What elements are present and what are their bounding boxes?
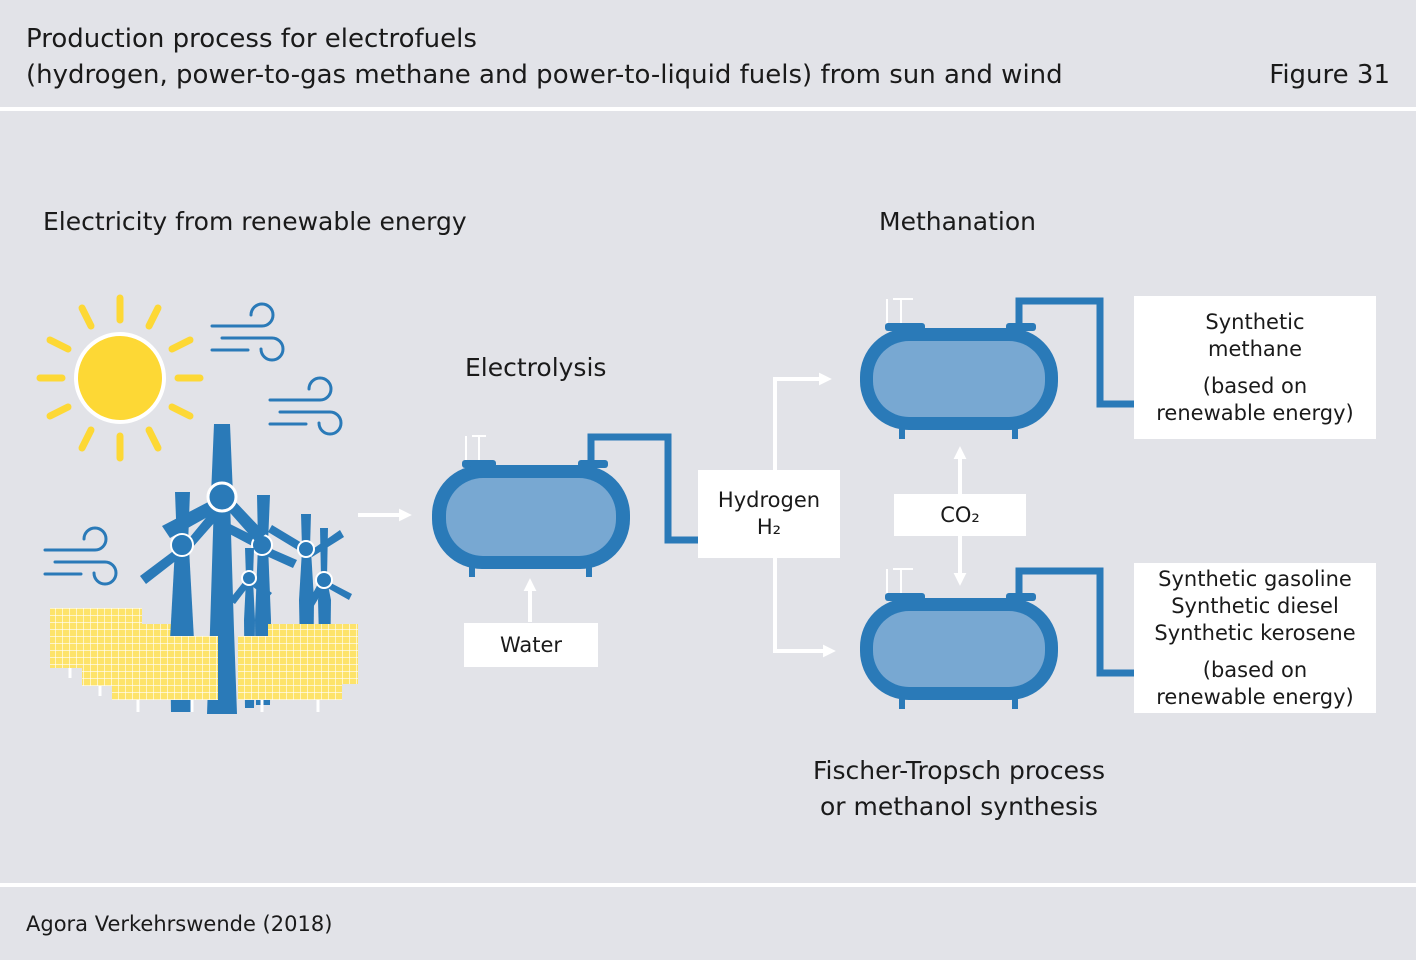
tank-icon	[860, 298, 1058, 439]
source-note: Agora Verkehrswende (2018)	[26, 912, 333, 936]
header-divider	[0, 107, 1416, 111]
figure-title-line-1: Production process for electrofuels	[26, 24, 477, 54]
solar-panel-icon	[112, 636, 218, 712]
methane-output-line-1: Synthetic	[1205, 309, 1305, 334]
footer-divider	[0, 883, 1416, 887]
liquid-output-line-1: Synthetic gasoline	[1158, 566, 1352, 591]
electrolysis-heading: Electrolysis	[465, 353, 607, 382]
arrow-icon	[773, 558, 836, 658]
liquid-output-line-2: Synthetic diesel	[1171, 593, 1339, 618]
liquid-output-line-3: Synthetic kerosene	[1154, 620, 1356, 645]
renewable-electricity-heading: Electricity from renewable energy	[43, 207, 467, 236]
synthetic-liquid-fuels-box: Synthetic gasoline Synthetic diesel Synt…	[1134, 563, 1376, 713]
solar-panel-icon	[238, 636, 342, 712]
header: Production process for electrofuels (hyd…	[0, 0, 1416, 106]
water-label: Water	[499, 632, 563, 657]
wind-icon	[210, 302, 285, 362]
fischer-tropsch-heading-line-1: Fischer-Tropsch process	[812, 756, 1106, 785]
hydrogen-formula: H₂	[756, 515, 782, 539]
synthetic-methane-box: Synthetic methane (based on renewable en…	[1134, 296, 1376, 439]
hydrogen-label: Hydrogen	[717, 488, 821, 512]
arrow-icon	[773, 372, 832, 470]
water-input-box: Water	[464, 623, 598, 667]
co2-label: CO₂	[940, 502, 980, 527]
liquid-note-line-2: renewable energy)	[1156, 684, 1354, 709]
wind-icon	[268, 376, 343, 436]
methane-note-line-1: (based on	[1202, 373, 1308, 398]
wind-icon	[43, 526, 118, 586]
figure-number: Figure 31	[1269, 60, 1390, 90]
tank-icon	[432, 435, 630, 577]
methane-output-line-2: methane	[1207, 336, 1303, 361]
methanation-heading: Methanation	[879, 207, 1036, 236]
hydrogen-box: Hydrogen H₂	[698, 470, 840, 558]
fischer-tropsch-heading-line-2: or methanol synthesis	[820, 792, 1098, 821]
methane-note-line-2: renewable energy)	[1156, 400, 1354, 425]
figure-title-line-2: (hydrogen, power-to-gas methane and powe…	[26, 60, 1063, 90]
sun-icon	[36, 294, 204, 462]
pipe-connections	[587, 297, 1134, 677]
liquid-note-line-1: (based on	[1202, 657, 1308, 682]
co2-box: CO₂	[894, 494, 1026, 536]
tank-icon	[860, 568, 1058, 709]
